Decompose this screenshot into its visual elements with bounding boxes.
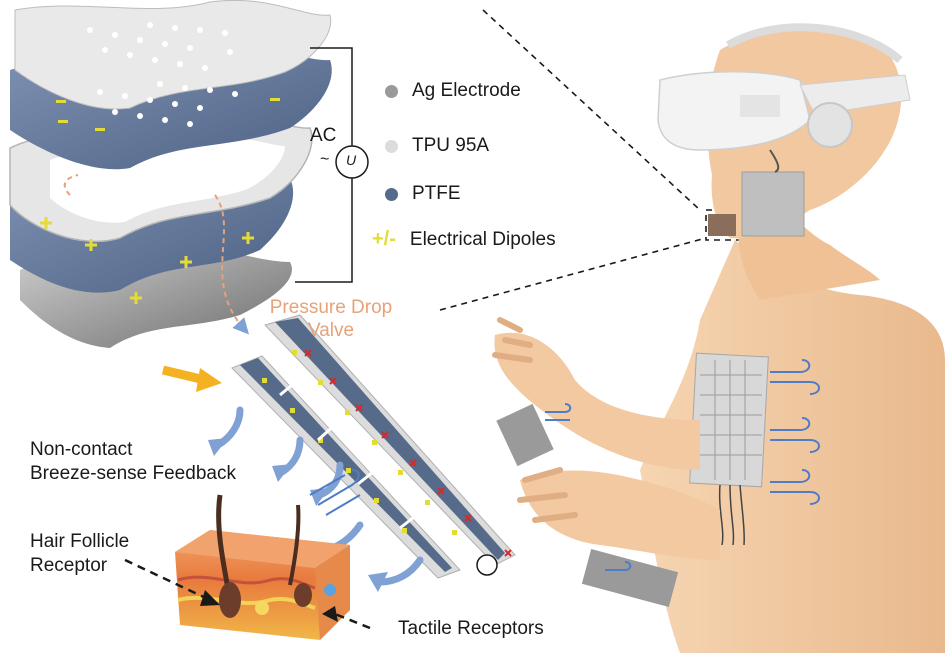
callout-lines: [124, 558, 371, 630]
legend-item-ptfe: PTFE: [385, 183, 461, 205]
hair-follicle-label: Hair Follicle Receptor: [30, 530, 129, 578]
chest-device: [689, 352, 769, 488]
skin-cross-section: [175, 494, 350, 640]
feedback-label-line1: Non-contact: [30, 439, 133, 460]
legend-swatch: [385, 187, 398, 201]
tactile-receptors-label: Tactile Receptors: [398, 618, 544, 639]
layer-stack: [9, 0, 332, 348]
zoom-lines: [439, 9, 743, 311]
face-device: [741, 171, 805, 237]
legend-swatch: [385, 139, 398, 153]
chest-device-grid: [700, 360, 762, 480]
ac-source-symbol: U: [346, 152, 357, 168]
legend-label: PTFE: [412, 183, 461, 204]
valve-dipoles: [262, 350, 457, 535]
ac-source-label: AC: [310, 125, 337, 146]
tactile-receptor: [255, 601, 269, 615]
breeze-swirls: [309, 469, 361, 516]
valve-red-markers: [304, 349, 512, 557]
feedback-label: Non-contact Breeze-sense Feedback: [30, 438, 236, 486]
legend-swatch: [385, 84, 398, 98]
mouth-device-module: [708, 214, 736, 236]
legend-dipole-symbol: +/-: [372, 228, 396, 250]
valve-label-line2: Valve: [307, 319, 355, 341]
negative-charges: [56, 98, 280, 131]
human-figure: [492, 23, 945, 653]
pressure-drop-valve: [231, 314, 516, 579]
legend-item-ag-electrode: Ag Electrode: [385, 80, 521, 102]
chest-breeze-swirls: [770, 359, 820, 505]
legend-item-tpu: TPU 95A: [385, 135, 489, 157]
top-layer-holes: [87, 22, 233, 71]
ptfe-layer-holes: [97, 81, 238, 127]
positive-charges: [40, 217, 254, 304]
hair-follicle-label-line2: Receptor: [30, 554, 108, 576]
hair-follicle: [219, 582, 241, 618]
valve-label: Pressure Drop Valve: [256, 297, 406, 343]
legend-label: TPU 95A: [412, 135, 490, 156]
hand-device-lower: [581, 548, 679, 608]
legend-item-dipoles: +/- Electrical Dipoles: [372, 228, 556, 251]
vr-headset: [657, 71, 811, 151]
hand-device-upper: [496, 403, 554, 467]
inflow-arrow: [161, 365, 207, 385]
feedback-label-line2: Breeze-sense Feedback: [30, 462, 236, 484]
ac-tilde: ~: [320, 151, 330, 168]
ac-circuit: [295, 47, 369, 283]
hair-follicle-label-line1: Hair Follicle: [30, 531, 130, 552]
legend-label: Ag Electrode: [412, 80, 521, 101]
tpu-top-perforated-layer: [14, 0, 332, 110]
valve-label-line1: Pressure Drop: [269, 297, 393, 318]
legend-label: Electrical Dipoles: [409, 228, 556, 250]
